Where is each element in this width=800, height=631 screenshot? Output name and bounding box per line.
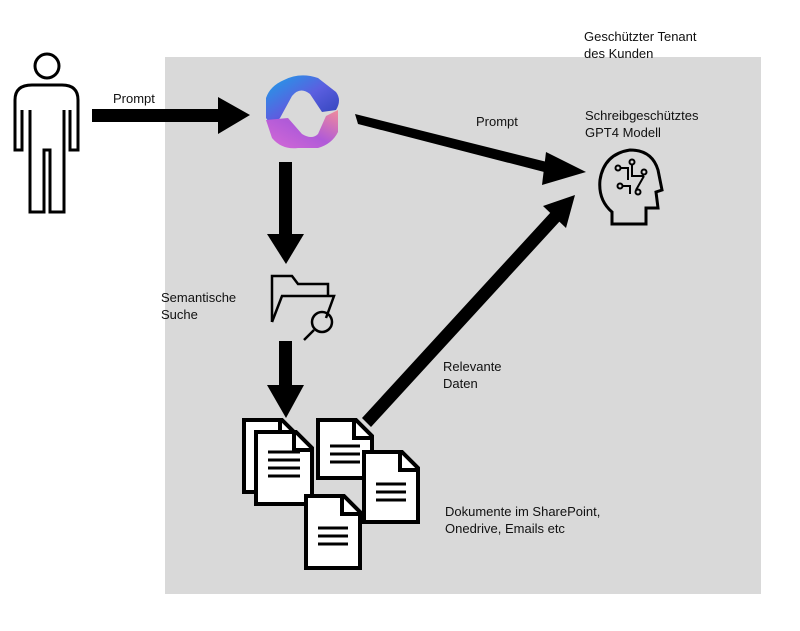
relevant-data-label: Relevante Daten <box>443 358 502 392</box>
arrow-relevant-data <box>362 195 575 427</box>
search-label-line1: Semantische <box>161 290 237 305</box>
arrow-to-search <box>267 162 304 264</box>
tenant-label-line2: des Kunden <box>584 46 654 61</box>
model-label-line2: GPT4 Modell <box>585 125 661 140</box>
documents-label-line2: Onedrive, Emails etc <box>445 521 565 536</box>
model-label-line1: Schreibgeschütztes <box>585 108 699 123</box>
arrow-prompt-model <box>355 114 586 185</box>
copilot-logo <box>266 75 339 149</box>
arrow-to-documents <box>267 341 304 418</box>
relevant-data-label-line1: Relevante <box>443 359 502 374</box>
folder-search-icon <box>270 274 336 341</box>
tenant-label-line1: Geschützter Tenant <box>584 29 697 44</box>
search-label-line2: Suche <box>161 307 198 322</box>
documents-label-line1: Dokumente im SharePoint, <box>445 504 601 519</box>
prompt-model-label: Prompt <box>476 114 518 129</box>
tenant-label: Geschützter Tenant des Kunden <box>584 28 697 62</box>
document-icon <box>242 418 420 570</box>
model-label: Schreibgeschütztes GPT4 Modell <box>585 107 698 141</box>
search-label: Semantische Suche <box>161 289 236 323</box>
documents-label: Dokumente im SharePoint, Onedrive, Email… <box>445 503 600 537</box>
prompt-user-label: Prompt <box>113 91 155 106</box>
person-icon <box>13 52 80 214</box>
ai-head-icon <box>598 148 664 226</box>
arrow-prompt-user <box>92 97 250 134</box>
relevant-data-label-line2: Daten <box>443 376 478 391</box>
